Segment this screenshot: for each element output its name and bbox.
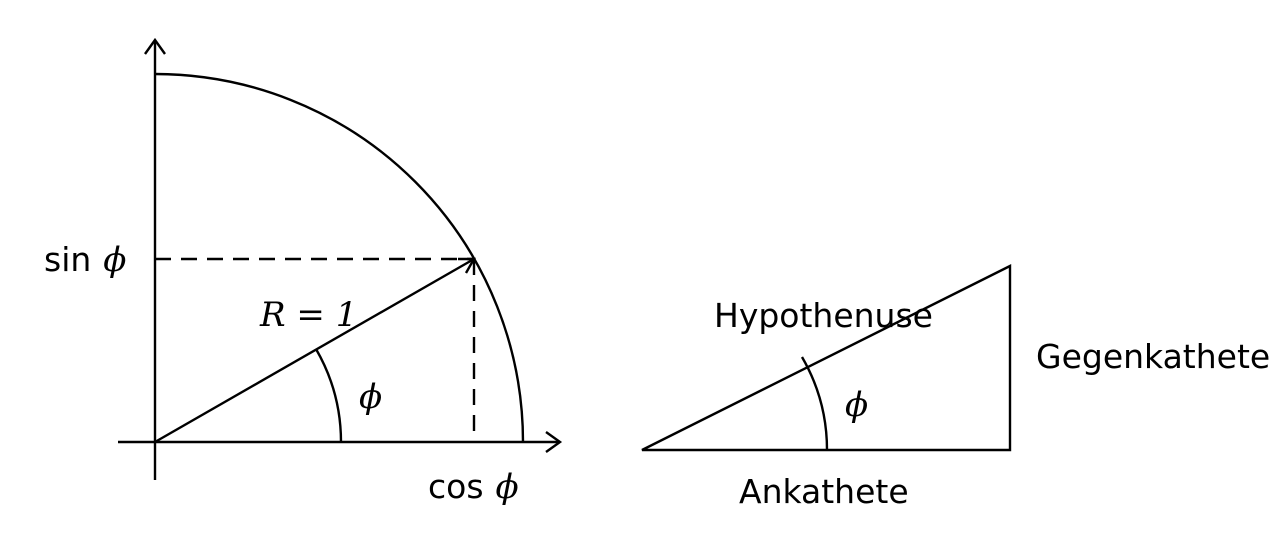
triangle-angle-arc <box>800 356 829 451</box>
right-triangle <box>641 264 1012 452</box>
radius-vector <box>154 257 475 444</box>
quarter-circle-arc <box>154 72 525 443</box>
x-axis-arrowhead <box>545 431 563 453</box>
adjacent-leg-label: Ankathete <box>739 472 909 511</box>
angle-arc <box>314 348 343 443</box>
y-axis-arrowhead <box>144 37 166 55</box>
angle-phi-label: ϕ <box>359 377 382 417</box>
cos-phi-label: cos ϕ <box>428 467 519 507</box>
hypotenuse-label: Hypothenuse <box>714 296 933 335</box>
sin-phi-label: sin ϕ <box>44 240 126 280</box>
triangle-angle-phi-label: ϕ <box>845 385 868 425</box>
unit-circle-figure: sin ϕ cos ϕ R = 1 ϕ <box>44 37 563 507</box>
radius-label: R = 1 <box>259 295 357 335</box>
opposite-leg-label: Gegenkathete <box>1036 337 1270 376</box>
right-triangle-figure: Hypothenuse Gegenkathete Ankathete ϕ <box>641 264 1270 511</box>
